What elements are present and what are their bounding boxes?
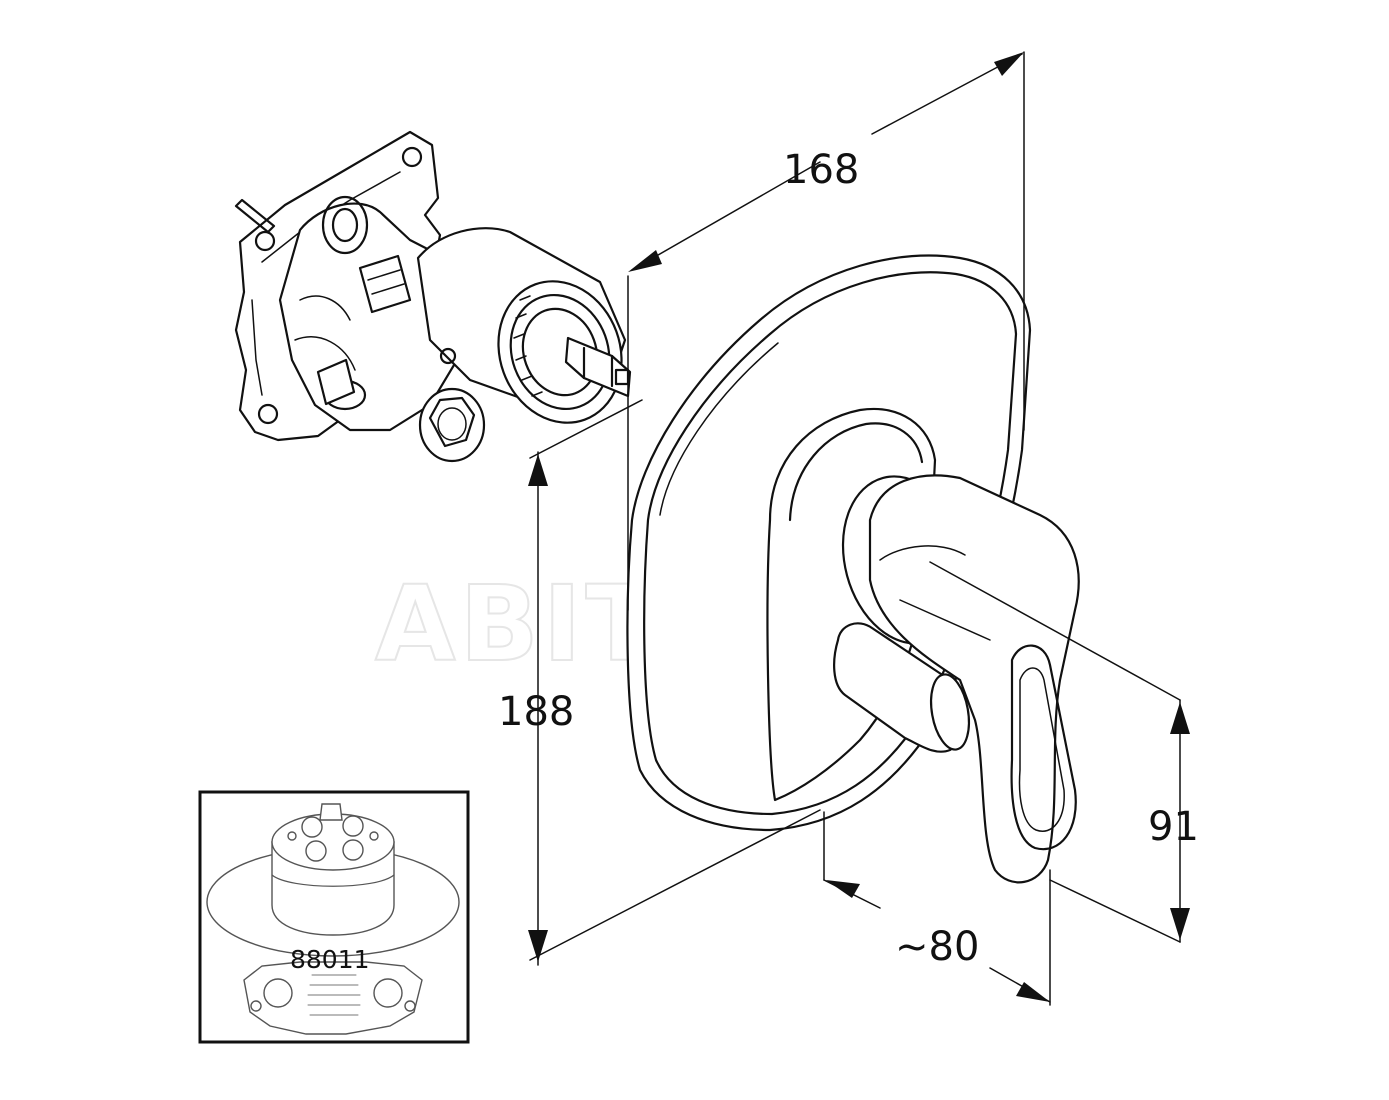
faceplate-icon	[626, 254, 1080, 884]
inset-part-number: 88011	[290, 945, 370, 974]
inset-panel: 88011	[198, 790, 470, 1044]
projection-dimension-label: ~80	[895, 924, 979, 970]
handle-height-dimension-label: 91	[1148, 804, 1199, 850]
valve-body-icon	[234, 130, 632, 463]
installation-box-icon	[206, 803, 460, 1035]
width-dimension-label: 168	[783, 147, 859, 193]
height-dimension-label: 188	[498, 689, 574, 735]
dimension-lines: 168 188 91 ~80	[498, 51, 1199, 1006]
diverter-knob-icon	[833, 622, 971, 753]
hex-nut-icon	[418, 387, 486, 463]
